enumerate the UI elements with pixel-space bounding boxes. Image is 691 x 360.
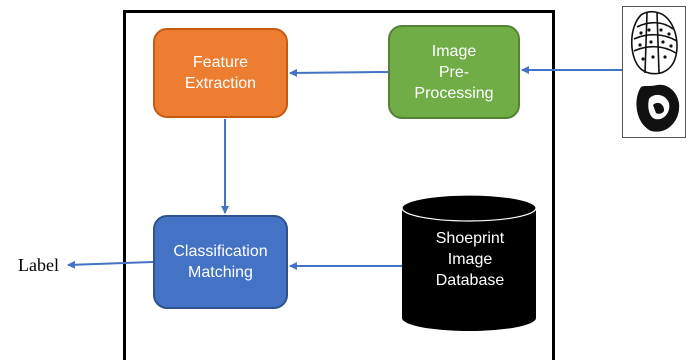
- database-cylinder: [401, 194, 537, 331]
- database-label: Shoeprint Image Database: [404, 228, 536, 291]
- feature-extraction-line2: Extraction: [184, 75, 257, 92]
- arrow-classification-to-label: [67, 260, 154, 269]
- database-line1: Shoeprint: [435, 230, 505, 247]
- arrow-preprocessing-to-feature-extraction: [289, 68, 389, 77]
- output-label: Label: [18, 255, 59, 275]
- image-preprocessing-line3: Processing: [414, 84, 494, 102]
- image-preprocessing-line2: Pre-: [438, 63, 470, 81]
- classification-matching-box: Classification Matching: [153, 215, 288, 309]
- feature-extraction-line1: Feature: [192, 54, 249, 71]
- shoeprint-image-icon: [622, 6, 686, 138]
- image-preprocessing-box: Image Pre- Processing: [388, 25, 520, 119]
- classification-matching-line2: Matching: [188, 264, 253, 281]
- classification-matching-line1: Classification: [173, 243, 268, 260]
- feature-extraction-box: Feature Extraction: [153, 28, 288, 118]
- image-preprocessing-line1: Image: [431, 42, 477, 60]
- system-boundary-frame: [123, 10, 555, 360]
- database-line3: Database: [435, 272, 505, 289]
- database-line2: Image: [447, 251, 493, 268]
